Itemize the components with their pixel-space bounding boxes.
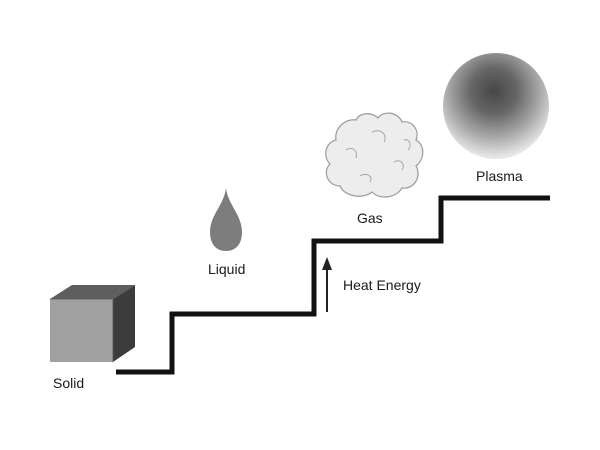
cube-icon [50,285,135,362]
plasma-label: Plasma [476,168,523,184]
glowing-sphere-icon [443,53,549,159]
cloud-icon [325,112,424,198]
staircase-line [116,195,550,375]
gas-label: Gas [357,210,383,226]
heat-energy-arrow [322,257,332,312]
droplet-icon [210,188,242,251]
solid-label: Solid [53,375,85,391]
liquid-label: Liquid [208,261,246,277]
heat-energy-label: Heat Energy [343,277,421,293]
